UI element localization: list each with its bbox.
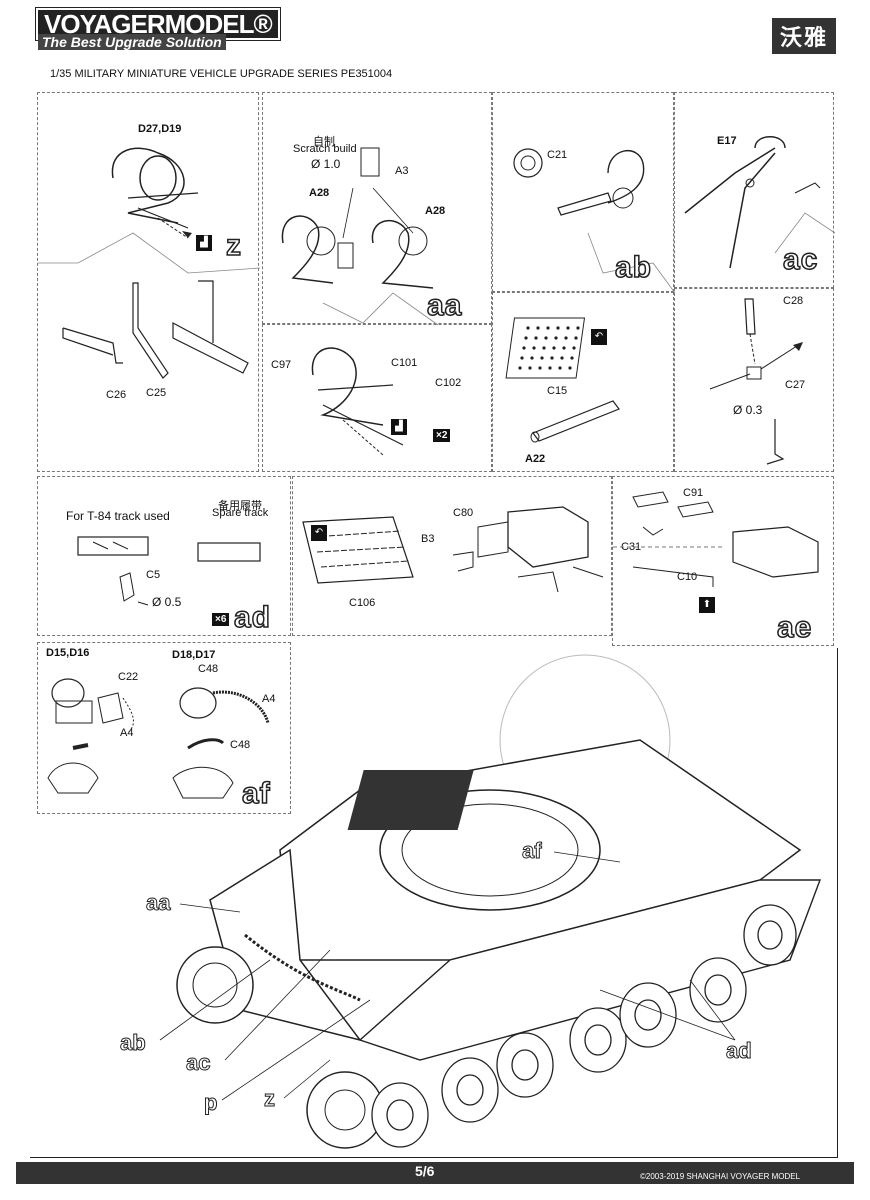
panel-z: D27,D19 ▟ z C26 C25 [37,92,261,472]
track-note: For T-84 track used [66,509,170,523]
callout-af: af [522,838,543,864]
step-marker-ae: ae [776,610,813,645]
scratch-label: Scratch build [293,143,357,155]
part-label: A3 [395,165,409,177]
step-marker-af: af [241,776,271,811]
panel-ac-drawing [684,136,836,269]
wire-label: Ø 0.5 [152,595,182,609]
step-marker-ad: ad [233,600,272,635]
scratch-cn-label: 自制 [313,136,335,148]
panel-z-drawing [38,147,261,379]
panel-ad-drawing [77,536,261,606]
part-label: D18,D17 [172,649,216,661]
callout-ab: ab [120,1030,147,1056]
part-label: E17 [717,135,737,147]
part-label: C102 [435,377,462,389]
rotate-icon: ↶ [591,329,607,345]
part-label: C25 [146,387,167,399]
copyright: ©2003-2019 SHANGHAI VOYAGER MODEL [640,1172,801,1181]
part-label: A4 [120,727,134,739]
part-label: C21 [547,149,568,161]
part-label: C48 [230,739,251,751]
step-marker-z: z [225,228,242,263]
part-label: C28 [783,295,804,307]
part-label: B3 [421,533,435,545]
part-label: C48 [198,663,219,675]
panel-c28: C28 C27 Ø 0.3 [674,288,834,472]
wire-label: Ø 1.0 [311,157,341,171]
brand-tagline: The Best Upgrade Solution [38,34,226,50]
step-marker-ab: ab [614,250,653,285]
panel-ab-drawing [513,148,676,294]
panel-c106: ↶ C106 C80 B3 [292,476,612,636]
panel-c97: C97 C101 C102 ▟ ×2 [262,324,492,472]
panel-af-drawing [47,678,270,799]
panel-ab: C21 ab [492,92,676,294]
bend-icon: ▟ [196,235,212,251]
brand-logo: VOYAGERMODEL® [36,8,280,40]
part-label: A4 [262,693,276,705]
panel-af: D15,D16 D18,D17 C22 A4 C48 A4 C48 af [37,642,291,814]
part-label: A28 [425,205,446,217]
part-label: A22 [525,453,546,465]
spare-label: Spare track [212,507,269,519]
page-footer [16,1162,854,1184]
panel-aa: 自制 Scratch build Ø 1.0 A3 A28 A28 aa [262,92,492,326]
part-label: C26 [106,389,127,401]
series-title: 1/35 MILITARY MINIATURE VEHICLE UPGRADE … [50,68,393,80]
page-number: 5/6 [415,1163,435,1179]
panel-c97-drawing [311,347,404,456]
part-label: C31 [621,541,642,553]
rotate-icon: ↶ [311,525,327,541]
callout-aa: aa [145,890,171,916]
part-label: C80 [453,507,474,519]
part-label: C106 [349,597,376,609]
panel-c106-drawing [302,506,604,593]
callout-ac: ac [185,1050,211,1076]
callout-ad: ad [726,1038,753,1064]
part-label: C97 [271,359,292,371]
page-header: VOYAGERMODEL® The Best Upgrade Solution … [0,0,870,58]
panel-ae: C91 C31 C10 ⬆ ae [612,476,834,646]
spare-cn-label: 备用履带 [218,500,262,512]
callout-z: z [264,1086,276,1112]
part-label: C5 [146,569,161,581]
panel-ae-drawing [613,491,819,587]
part-label: D27,D19 [138,123,182,135]
multiplier-badge: ×2 [433,429,451,442]
part-label: C91 [683,487,704,499]
multiplier-badge: ×6 [212,613,230,626]
step-marker-aa: aa [426,288,463,323]
panel-c28-drawing [709,298,803,465]
part-label: C27 [785,379,806,391]
part-label: D15,D16 [46,647,90,659]
step-marker-ac: ac [782,242,819,277]
panel-aa-drawing [281,147,439,326]
part-label: A28 [309,187,330,199]
flip-icon: ⬆ [699,597,715,613]
part-label: C22 [118,671,139,683]
brand-chinese-name: 沃雅 [772,18,837,54]
vehicle-frame [30,648,838,1158]
part-label: C101 [391,357,418,369]
panel-ad: For T-84 track used 备用履带 Spare track C5 … [37,476,291,636]
part-label: C15 [547,385,568,397]
wire-label: Ø 0.3 [733,403,763,417]
panel-c15: ↶ C15 A22 [492,292,674,472]
panel-ac: E17 ac [674,92,836,288]
panel-c15-drawing [505,317,620,443]
callout-p: p [203,1090,218,1116]
bend-icon: ▟ [391,419,407,435]
